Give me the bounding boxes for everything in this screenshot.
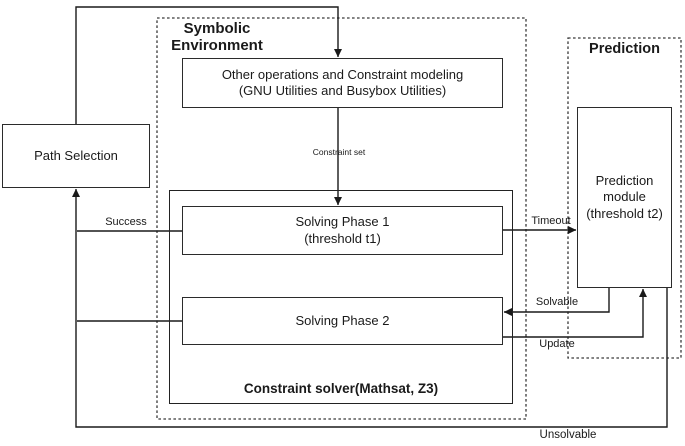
- node-path-selection-label: Path Selection: [34, 147, 118, 163]
- prediction-group-title: Prediction: [589, 41, 660, 57]
- node-solving-phase-1-line2: (threshold t1): [304, 230, 381, 246]
- node-path-selection: Path Selection: [2, 124, 150, 188]
- node-solving-phase-2: Solving Phase 2: [182, 297, 503, 345]
- symbolic-environment-title-line2: Environment: [171, 36, 263, 54]
- edge-label-success: Success: [105, 216, 147, 228]
- edge-label-constraint-set: Constraint set: [312, 147, 366, 157]
- edge-label-timeout: Timeout: [531, 215, 571, 227]
- edge-label-solvable: Solvable: [535, 296, 579, 308]
- constraint-solver-group: Constraint solver(Mathsat, Z3): [169, 190, 513, 404]
- prediction-group: Prediction: [568, 38, 681, 358]
- node-prediction-module-line2: module: [603, 189, 646, 205]
- node-prediction-module-line1: Prediction: [595, 172, 654, 188]
- symbolic-environment-title: Symbolic Environment: [165, 20, 269, 54]
- node-prediction-module: Prediction module (threshold t2): [577, 107, 672, 288]
- constraint-solver-title: Constraint solver(Mathsat, Z3): [243, 381, 439, 396]
- symbolic-environment-title-line1: Symbolic: [183, 20, 251, 37]
- node-constraint-modeling-line2: (GNU Utilities and Busybox Utilities): [238, 83, 447, 98]
- node-prediction-module-line3: (threshold t2): [586, 205, 663, 221]
- edge-label-update: Update: [539, 338, 575, 350]
- node-constraint-modeling: Other operations and Constraint modeling…: [182, 58, 503, 108]
- symbolic-environment-group: Symbolic Environment: [157, 18, 526, 419]
- node-constraint-modeling-line1: Other operations and Constraint modeling: [221, 66, 464, 82]
- node-solving-phase-2-label: Solving Phase 2: [295, 312, 390, 328]
- edge-label-unsolvable: Unsolvable: [539, 429, 597, 441]
- node-solving-phase-1: Solving Phase 1 (threshold t1): [182, 206, 503, 255]
- node-solving-phase-1-line1: Solving Phase 1: [295, 214, 390, 229]
